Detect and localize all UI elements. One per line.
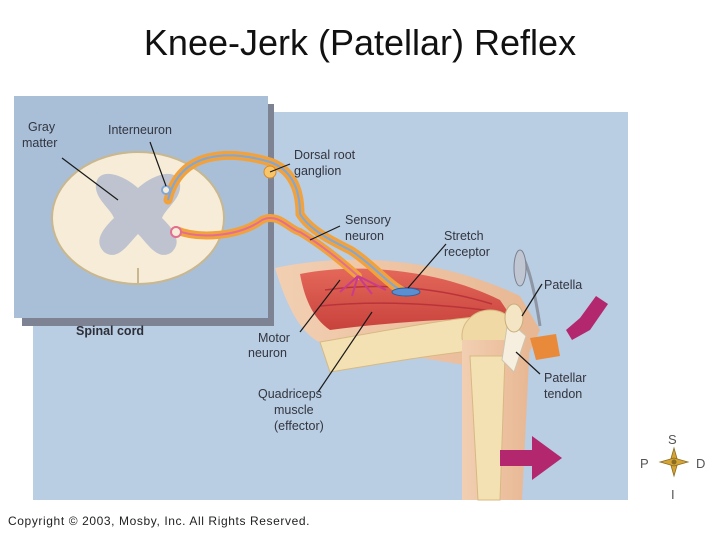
slide-title: Knee-Jerk (Patellar) Reflex [143, 22, 577, 63]
motor-end-plates [339, 275, 387, 297]
label-motor-neuron: Motor neuron [248, 331, 293, 360]
reflex-hammer [513, 249, 560, 360]
quadriceps-muscle [300, 268, 512, 330]
interneuron-cell [161, 185, 171, 195]
label-patella: Patella [544, 278, 582, 292]
copyright-notice: Copyright © 2003, Mosby, Inc. All Rights… [8, 514, 311, 528]
leader-lines [61, 141, 543, 393]
label-dorsal-root-ganglion: Dorsal root ganglion [294, 148, 359, 178]
compass-inferior: I [671, 487, 675, 502]
motor-neuron-cell [170, 226, 182, 238]
compass-distal: D [696, 456, 705, 471]
label-gray-matter: Gray matter [22, 120, 59, 150]
tap-arrow [566, 296, 608, 340]
kick-arrow [500, 436, 562, 480]
label-sensory-neuron: Sensory neuron [345, 213, 394, 243]
tibia-bone [469, 355, 506, 501]
label-quadriceps: Quadriceps muscle (effector) [258, 387, 325, 433]
patella-bone [504, 303, 524, 333]
gray-matter-area [95, 173, 181, 255]
label-patellar-tendon: Patellar tendon [544, 371, 590, 401]
label-spinal-cord: Spinal cord [76, 324, 144, 338]
stretch-receptor-body [391, 287, 421, 297]
compass-rose-icon [658, 446, 690, 478]
compass-proximal: P [640, 456, 649, 471]
patellar-tendon [501, 319, 527, 373]
label-interneuron: Interneuron [108, 123, 172, 137]
compass-superior: S [668, 432, 677, 447]
label-stretch-receptor: Stretch receptor [444, 229, 490, 259]
